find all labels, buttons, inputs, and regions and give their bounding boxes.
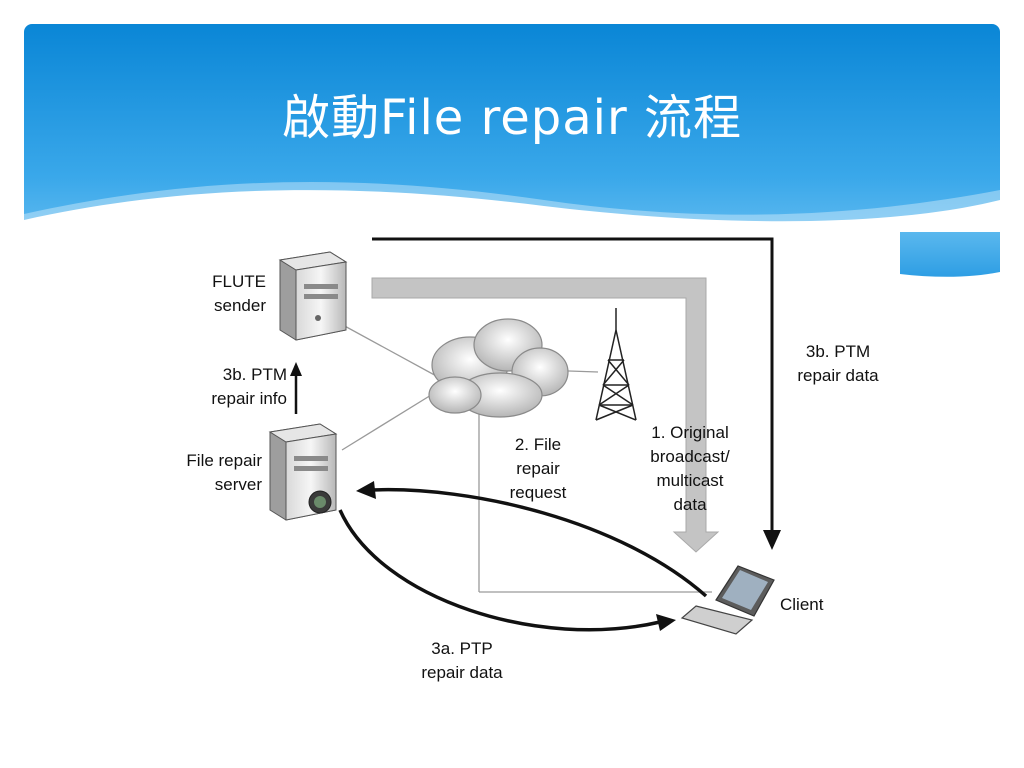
file-repair-server-icon bbox=[268, 423, 338, 521]
slide-header: 啟動File repair 流程 bbox=[24, 24, 1000, 280]
ptp-repair-data-arrowhead bbox=[656, 614, 676, 631]
file-repair-server-label-line2: server bbox=[215, 475, 263, 494]
original-data-label-line1: 1. Original bbox=[651, 423, 728, 442]
original-data-label-line3: multicast bbox=[656, 471, 723, 490]
flute-sender-server-icon bbox=[278, 251, 348, 341]
flute-sender-label-line2: sender bbox=[214, 296, 266, 315]
flute-sender-label-line1: FLUTE bbox=[212, 272, 266, 291]
file-repair-server-label-line1: File repair bbox=[186, 451, 262, 470]
ptm-repair-data-arrowhead bbox=[763, 530, 781, 550]
repair-request-arrow bbox=[371, 487, 708, 598]
ptm-repair-data-arrow bbox=[372, 237, 774, 534]
client-laptop-icon bbox=[680, 565, 775, 635]
ptp-repair-data-arrow bbox=[338, 509, 661, 632]
ptp-repair-data-label-line2: repair data bbox=[421, 663, 503, 682]
ptm-repair-info-label-line2: repair info bbox=[211, 389, 287, 408]
ptp-repair-data-label-line1: 3a. PTP bbox=[431, 639, 492, 658]
original-data-label-line4: data bbox=[673, 495, 707, 514]
ptm-repair-info-arrowhead bbox=[290, 362, 302, 376]
network-cloud-icon bbox=[428, 318, 569, 418]
original-data-label-line2: broadcast/ bbox=[650, 447, 730, 466]
header-background bbox=[24, 24, 1000, 280]
slide-title: 啟動File repair 流程 bbox=[281, 90, 742, 146]
header-side-strip bbox=[900, 232, 1000, 277]
broadcast-data-arrow bbox=[371, 277, 720, 553]
client-label: Client bbox=[780, 595, 824, 614]
ptm-repair-data-label-line2: repair data bbox=[797, 366, 879, 385]
repair-request-arrowhead bbox=[356, 481, 376, 499]
ptm-repair-info-label-line1: 3b. PTM bbox=[223, 365, 287, 384]
ptm-repair-data-label-line1: 3b. PTM bbox=[806, 342, 870, 361]
broadcast-tower-icon bbox=[595, 308, 637, 421]
repair-request-label-line2: repair bbox=[516, 459, 560, 478]
repair-request-label-line1: 2. File bbox=[515, 435, 561, 454]
repair-request-label-line3: request bbox=[510, 483, 567, 502]
